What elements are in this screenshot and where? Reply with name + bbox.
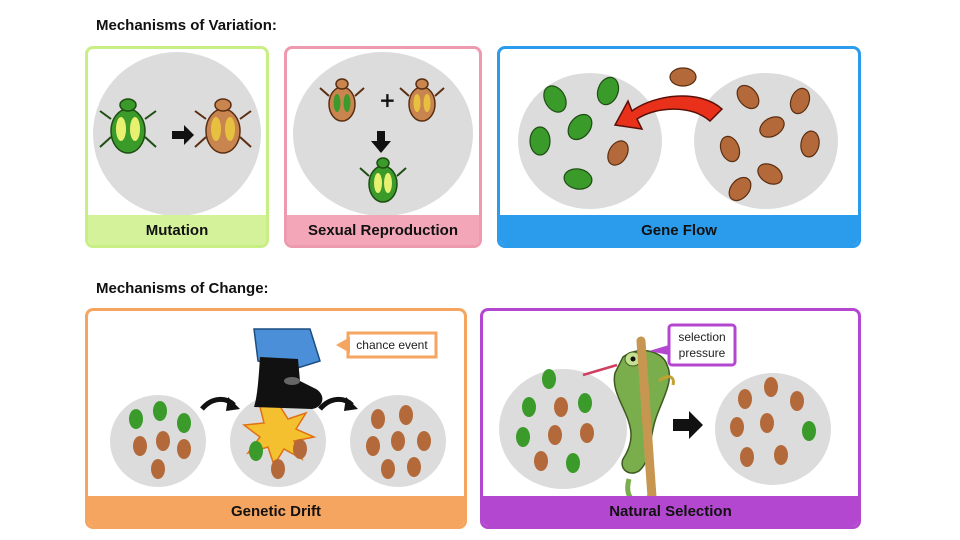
natural-selection-label: Natural Selection [483,496,858,526]
brown-beetle-icon [194,98,252,154]
natural-selection-illustration: selection pressure [499,323,831,516]
leaf-icon [658,375,675,386]
green-beetle-icon [359,157,407,203]
brown-beetle-icon [319,78,365,122]
callout-pointer-icon [336,337,350,353]
genetic-drift-illustration: chance event [110,328,446,487]
genetic-drift-label: Genetic Drift [88,496,464,526]
mutation-panel: Mutation [85,46,269,248]
arrow-right-icon [673,411,703,439]
mutation-illustration [93,52,261,216]
gene-flow-illustration [518,67,838,209]
variation-heading: Mechanisms of Variation: [96,17,277,34]
brown-beetle-icon [399,78,445,122]
change-heading: Mechanisms of Change: [96,280,269,297]
sexual-reproduction-label: Sexual Reproduction [287,215,479,245]
chance-event-text: chance event [356,338,428,352]
plus-icon: + [379,88,396,112]
gene-flow-panel: Gene Flow [497,46,861,248]
arrow-down-icon [371,131,391,153]
selection-callout-line1: selection [678,330,725,344]
selection-circle-before [499,369,627,489]
sexual-reproduction-illustration: + [293,52,473,216]
beetles-after-selection [730,377,816,467]
beetles-after [366,405,431,479]
genetic-drift-panel: chance event Genetic Drift [85,308,467,529]
beetles-before [129,401,191,479]
branch-icon [636,336,658,516]
brown-beetle-group [607,67,820,202]
mutation-label: Mutation [88,215,266,245]
green-beetle-icon [99,98,157,154]
boot-icon [253,328,323,409]
green-beetle-group [529,76,620,190]
natural-selection-panel: selection pressure Natural Selection [480,308,861,529]
chance-event-callout [346,331,438,359]
gene-flow-label: Gene Flow [500,215,858,245]
callout-pointer-icon [649,345,669,355]
beetles-before-selection [516,369,594,473]
beetles-event [249,439,307,479]
sexual-reproduction-panel: + Sexual Reproduction [284,46,482,248]
migration-arrow-icon [613,95,724,130]
arrow-right-icon [172,125,194,145]
selection-callout-line2: pressure [679,346,726,360]
